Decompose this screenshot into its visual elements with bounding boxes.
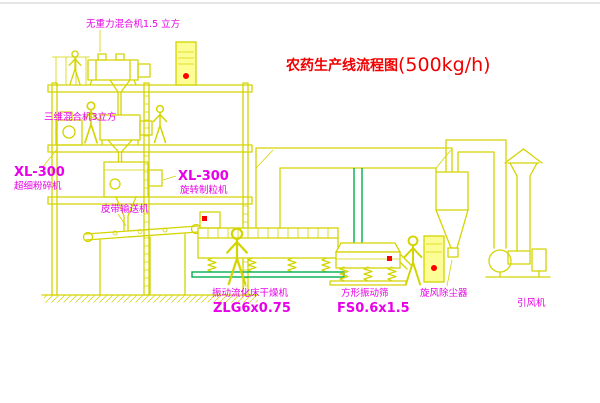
label-conveyor: 皮带输送机 bbox=[101, 203, 149, 215]
labels-layer: 农药生产线流程图 (500kg/h) 无重力混合机1.5 立方 三维混合机3立方… bbox=[14, 18, 546, 316]
spring bbox=[321, 257, 331, 273]
outlet-pipe bbox=[445, 139, 507, 249]
label-screen-name: 方形振动筛 bbox=[341, 287, 389, 299]
dryer-base bbox=[191, 271, 345, 278]
ground-hatch bbox=[44, 295, 258, 303]
leader-line bbox=[162, 175, 177, 181]
control-cabinet-lower bbox=[423, 235, 445, 283]
indicator-lamp bbox=[183, 73, 189, 79]
discharge-pipe bbox=[115, 196, 137, 231]
crusher bbox=[41, 111, 83, 169]
label-granulator-model: XL-300 bbox=[178, 169, 229, 184]
label-cyclone: 旋风除尘器 bbox=[420, 287, 468, 299]
fan-motor bbox=[531, 248, 547, 272]
indicator-lamp bbox=[431, 265, 437, 271]
screen-base bbox=[329, 280, 407, 286]
spring bbox=[363, 266, 373, 282]
mixer-3d bbox=[89, 114, 153, 163]
leader-line bbox=[446, 259, 453, 287]
exhaust-stack bbox=[504, 148, 543, 252]
floor-slab bbox=[47, 196, 253, 205]
label-fan: 引风机 bbox=[517, 297, 546, 309]
rain-cap bbox=[504, 148, 543, 164]
granulator-drum bbox=[109, 178, 121, 190]
screen-exhaust-pipe bbox=[353, 168, 363, 243]
label-gravity-mixer: 无重力混合机1.5 立方 bbox=[86, 18, 180, 30]
crusher-motor bbox=[59, 111, 73, 121]
vibration-motor bbox=[387, 256, 392, 261]
belt-conveyor bbox=[82, 213, 202, 295]
outlet-pipe bbox=[457, 151, 495, 249]
vibrating-screen bbox=[329, 242, 413, 286]
leader-line bbox=[89, 116, 102, 121]
label-screen-model: FS0.6x1.5 bbox=[337, 301, 410, 316]
label-granulator-name: 旋转制粒机 bbox=[180, 184, 228, 196]
cyclone-separator bbox=[435, 139, 507, 287]
spring bbox=[387, 266, 397, 282]
elbow-seam bbox=[255, 149, 274, 169]
elbow-seam bbox=[435, 149, 452, 169]
feed-motor bbox=[202, 216, 207, 221]
drawing-capacity: (500kg/h) bbox=[398, 54, 491, 76]
cyclone-body bbox=[435, 171, 469, 211]
label-dryer-name: 振动流化床干燥机 bbox=[212, 287, 289, 299]
mixer-motor bbox=[137, 63, 151, 78]
dust-outlet bbox=[447, 247, 459, 258]
spring bbox=[207, 257, 217, 273]
pulley bbox=[82, 231, 94, 243]
fluid-bed-dryer bbox=[191, 211, 345, 278]
label-crusher-name: 超细粉碎机 bbox=[14, 180, 62, 192]
floor-slab bbox=[47, 144, 253, 153]
floor-slab bbox=[47, 84, 253, 93]
leader-line bbox=[117, 213, 127, 227]
conveyor-legs bbox=[99, 233, 186, 295]
person-figure bbox=[152, 104, 168, 144]
roller bbox=[137, 229, 143, 234]
discharge-pipe bbox=[109, 79, 131, 116]
roller bbox=[112, 230, 118, 236]
mixer-motor bbox=[139, 120, 153, 136]
label-crusher-model: XL-300 bbox=[14, 165, 65, 180]
spring bbox=[247, 257, 257, 273]
discharge-pipe bbox=[107, 139, 133, 163]
fan-base bbox=[485, 270, 551, 278]
fan-outlet bbox=[507, 250, 531, 265]
building-structure bbox=[41, 56, 259, 303]
gravity-mixer bbox=[87, 30, 151, 116]
rotor bbox=[62, 125, 76, 139]
feed-hopper bbox=[199, 211, 221, 229]
roller bbox=[162, 227, 168, 233]
railing bbox=[52, 56, 90, 85]
discharge-chute bbox=[399, 253, 413, 270]
label-dryer-model: ZLG6x0.75 bbox=[213, 301, 291, 316]
control-cabinet-upper bbox=[175, 41, 197, 86]
screen-hood bbox=[334, 242, 402, 253]
granulator bbox=[103, 161, 177, 231]
induced-draft-fan bbox=[485, 248, 551, 278]
exhaust-duct bbox=[255, 147, 453, 243]
label-mixer-3d: 三维混合机3立方 bbox=[44, 111, 117, 123]
person-figure bbox=[68, 50, 82, 85]
leader-line bbox=[41, 147, 59, 169]
drawing-title: 农药生产线流程图 bbox=[285, 57, 398, 74]
spring bbox=[287, 257, 297, 273]
granulator-motor bbox=[147, 169, 163, 187]
